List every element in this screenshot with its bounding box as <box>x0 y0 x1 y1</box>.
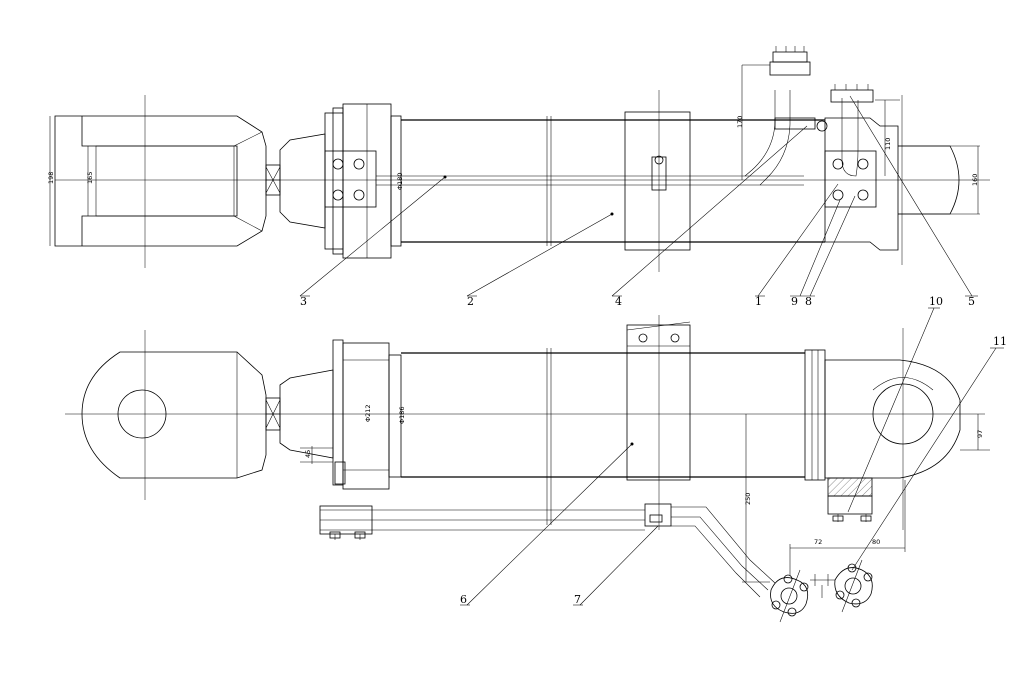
part-label-11: 11 <box>993 335 1007 348</box>
leaders-front: 6 7 10 11 <box>460 295 1007 606</box>
front-view: Φ212 Φ186 45 250 97 72 80 6 <box>65 295 1007 623</box>
part-label-10: 10 <box>929 295 943 308</box>
top-view: 198 165 Φ180 170 110 160 3 2 4 1 <box>47 46 990 308</box>
dimensions-top: 198 165 Φ180 170 110 160 <box>47 116 979 246</box>
dim-212: Φ212 <box>364 404 372 422</box>
bolt-flange-top-left <box>324 150 377 208</box>
dim-80: 80 <box>872 538 880 546</box>
flange-fittings <box>770 559 873 623</box>
part-label-5: 5 <box>968 295 975 308</box>
pipe-front <box>319 503 776 598</box>
cylinder-barrel-top <box>401 111 825 251</box>
part-label-9: 9 <box>791 295 798 308</box>
part-label-3: 3 <box>300 295 307 308</box>
dim-180: Φ180 <box>396 172 404 190</box>
dim-198: 198 <box>47 172 55 184</box>
dimensions-front: Φ212 Φ186 45 250 97 72 80 <box>300 404 990 583</box>
dim-97: 97 <box>976 430 984 438</box>
rod-eye-end <box>81 351 281 479</box>
dim-160: 160 <box>971 174 979 186</box>
clevis-end <box>54 115 267 247</box>
cap-eye-end <box>824 359 961 522</box>
rod-nut-top <box>265 164 281 196</box>
dim-170: 170 <box>736 116 744 128</box>
dim-110: 110 <box>884 138 892 150</box>
cap-end-top <box>824 84 980 265</box>
part-label-4: 4 <box>615 295 622 308</box>
part-label-8: 8 <box>805 295 812 308</box>
dim-165: 165 <box>86 172 94 184</box>
part-label-2: 2 <box>467 295 474 308</box>
leaders-top: 3 2 4 1 9 8 5 <box>299 95 978 308</box>
dim-250: 250 <box>744 493 752 505</box>
rod-head-front <box>279 339 402 490</box>
dim-72: 72 <box>814 538 822 546</box>
dim-45: 45 <box>304 450 312 458</box>
cylinder-barrel-front <box>401 321 826 525</box>
rod-head-top <box>279 103 402 259</box>
part-label-1: 1 <box>755 295 762 308</box>
part-label-6: 6 <box>460 593 467 606</box>
pipe-top <box>376 46 828 186</box>
dim-186: Φ186 <box>398 406 406 424</box>
part-label-7: 7 <box>574 593 581 606</box>
